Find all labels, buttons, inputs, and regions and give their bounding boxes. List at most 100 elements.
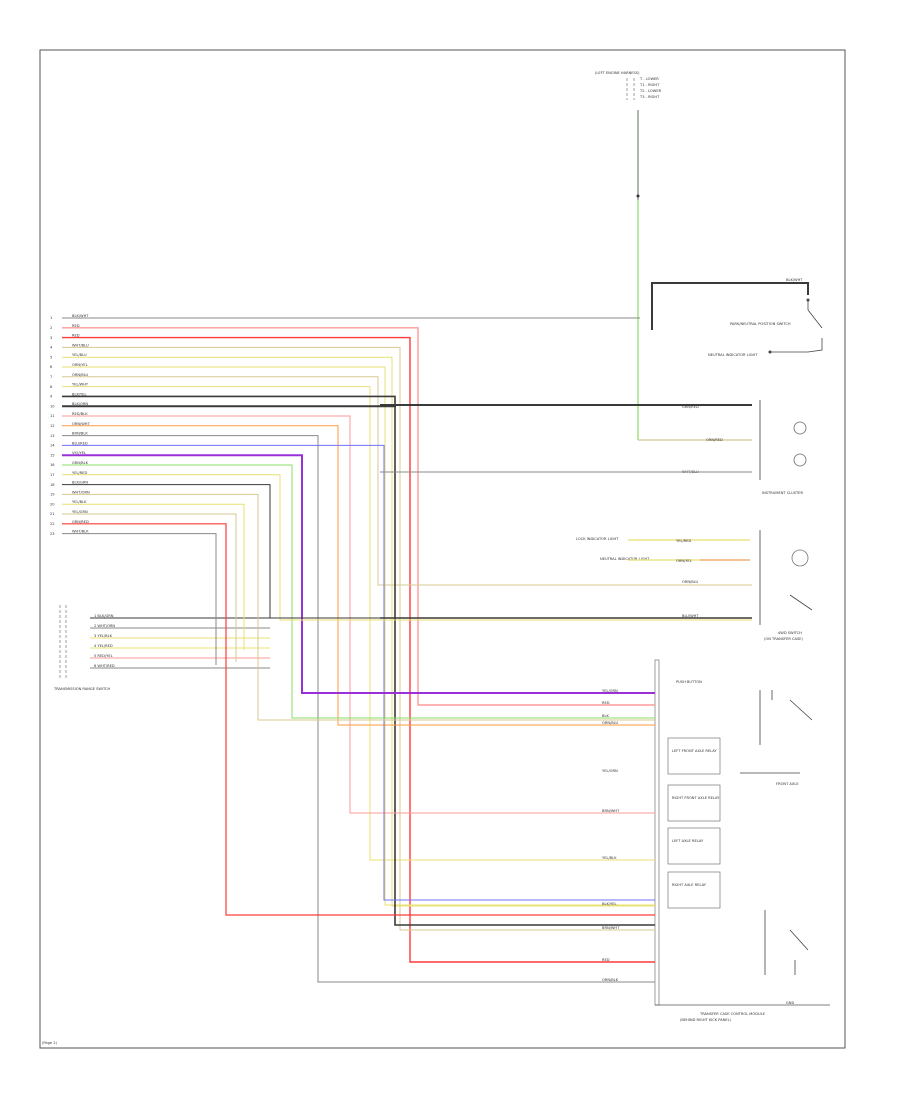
left-wire-pin: 19 (50, 493, 55, 497)
left-wire-pin: 10 (50, 404, 55, 408)
left-wire-21 (62, 513, 237, 662)
left-wire-pin: 14 (50, 444, 55, 448)
4wd-wire-label-1: YEL/RED (676, 539, 691, 543)
push-button-switch (759, 690, 813, 745)
module-wire-label: BLK (602, 714, 609, 718)
trans-wire-label: 3 YEL/BLK (94, 634, 113, 638)
trans-wire-label: 5 RED/YEL (94, 654, 113, 658)
relay-3-box (667, 827, 721, 865)
left-wire-pin: 8 (50, 385, 53, 389)
left-wire-pin: 6 (50, 365, 53, 369)
left-wire-pin: 12 (50, 424, 55, 428)
left-wire-label: RED (72, 324, 80, 328)
engine-pin-3: T2 - LOWER (639, 89, 662, 93)
park-neutral-switch-block: BLK/WHT PARK/NEUTRAL POSITION SWITCH NEU… (651, 278, 823, 357)
left-wire-9 (62, 395, 655, 926)
left-wire-group: 1BLK/WHT2RED3RED4WHT/BLU5YEL/BLU6ORN/YEL… (50, 314, 752, 983)
relay-4-label: RIGHT AXLE RELAY (672, 883, 707, 887)
left-wire-label: WHT/ORN (72, 490, 90, 494)
left-wire-pin: 21 (50, 512, 55, 516)
left-wire-2 (62, 327, 655, 706)
relay-1-label: LEFT FRONT AXLE RELAY (672, 749, 717, 753)
left-wire-7 (62, 376, 752, 586)
axle-relay-contacts (764, 910, 809, 975)
module-wire-label: RED (602, 958, 610, 962)
left-wire-pin: 4 (50, 346, 53, 350)
left-wire-label: RED (72, 334, 80, 338)
left-wire-6 (62, 366, 655, 906)
wire-black-to-pn-switch (651, 282, 809, 330)
left-wire-20 (62, 503, 245, 650)
trans-wire-label: 4 YEL/RED (94, 644, 113, 648)
module-wire-label: BRN/WHT (602, 809, 620, 813)
trans-wire-group: 1 BLK/GRN 2 WHT/ORN 3 YEL/BLK 4 YEL/RED 5 RE… (90, 614, 270, 669)
trans-wire-label: 6 WHT/RED (94, 664, 115, 668)
left-wire-pin: 13 (50, 434, 55, 438)
4wd-switch-contact (789, 594, 813, 611)
pn-switch-contact (806, 298, 810, 302)
left-wire-22 (62, 523, 655, 916)
engine-harness-title: (LEFT ENGINE HARNESS) (595, 71, 640, 75)
engine-pin-4: T3 - RIGHT (639, 95, 660, 99)
transfer-case-outline (654, 659, 660, 1006)
splice-dot (636, 194, 640, 198)
left-wire-label: WHT/BLU (72, 343, 89, 347)
left-wire-label: YEL/RED (72, 471, 87, 475)
left-wire-23 (62, 533, 217, 665)
diagram-frame (39, 49, 846, 1049)
left-wire-label: BLK/GRN (72, 481, 88, 485)
module-wire-label: ORN/BLK (602, 978, 619, 982)
trans-switch-outline (59, 605, 67, 680)
left-wire-label: YEL/BLK (72, 500, 87, 504)
left-wire-14 (62, 444, 655, 901)
left-wire-label: GRN/RED (72, 520, 89, 524)
left-wire-pin: 5 (50, 355, 52, 359)
left-wire-label: RED/BLK (72, 412, 88, 416)
left-wire-3 (62, 336, 655, 963)
front-axle-label: FRONT AXLE (776, 782, 799, 786)
transfer-case-block: LEFT FRONT AXLE RELAY RIGHT FRONT AXLE R… (654, 659, 830, 1022)
left-wire-pin: 22 (50, 522, 55, 526)
cluster-wire-label-2: ORN/RED (706, 438, 723, 442)
pn-switch-symbol (807, 300, 823, 353)
left-wire-13 (62, 435, 655, 983)
module-wire-label: BLK/YEL (602, 902, 617, 906)
cluster-wire-label-1: GRN/RED (682, 405, 699, 409)
4wd-switch-title: 4WD SWITCH (778, 631, 802, 635)
left-wire-label: GRN/BLK (72, 461, 89, 465)
left-wire-16 (62, 464, 655, 719)
module-wire-label: BRN/WHT (602, 926, 620, 930)
relay-2-label: RIGHT FRONT AXLE RELAY (672, 796, 720, 800)
left-wire-label: WHT/BLK (72, 530, 89, 534)
left-wire-label: BRN/BLK (72, 432, 88, 436)
left-wire-pin: 11 (50, 414, 55, 418)
module-wire-label: RED (602, 701, 610, 705)
left-wire-label: BLU/RED (72, 441, 88, 445)
4wd-switch-block: LOCK INDICATOR LIGHT NEUTRAL INDICATOR L… (576, 530, 813, 641)
neutral-light-label: NEUTRAL INDICATOR LIGHT (708, 353, 758, 357)
left-wire-4 (62, 346, 655, 931)
relay-3-label: LEFT AXLE RELAY (672, 839, 704, 843)
transfer-case-sub: (BEHIND RIGHT KICK PANEL) (680, 1018, 732, 1022)
trans-switch-block: TRANSMISSION RANGE SWITCH (53, 605, 111, 691)
left-wire-pin: 17 (50, 473, 55, 477)
transfer-case-title: TRANSFER CASE CONTROL MODULE (699, 1012, 766, 1016)
engine-pin-1: T - LOWER (639, 77, 659, 81)
left-wire-pin: 15 (50, 453, 55, 457)
trans-wire-label: 1 BLK/GRN (94, 614, 114, 618)
left-wire-8 (62, 386, 655, 861)
module-wire-label: YEL/ORN (602, 689, 618, 693)
4wd-wire-label-4: BLU/WHT (682, 614, 699, 618)
relay-4-box (667, 871, 721, 909)
left-wire-pin: 20 (50, 502, 55, 506)
trans-wire-label: 2 WHT/ORN (94, 624, 115, 628)
left-wire-label: VIO/YEL (72, 451, 86, 455)
relay-2-box (667, 784, 721, 822)
pn-wire-label: BLK/WHT (786, 278, 803, 282)
left-wire-5 (62, 356, 655, 907)
module-wire-label: ORN/BLU (602, 721, 619, 725)
left-wire-19 (62, 493, 655, 721)
lock-light-label: LOCK INDICATOR LIGHT (576, 537, 619, 541)
left-wire-15 (62, 454, 655, 694)
